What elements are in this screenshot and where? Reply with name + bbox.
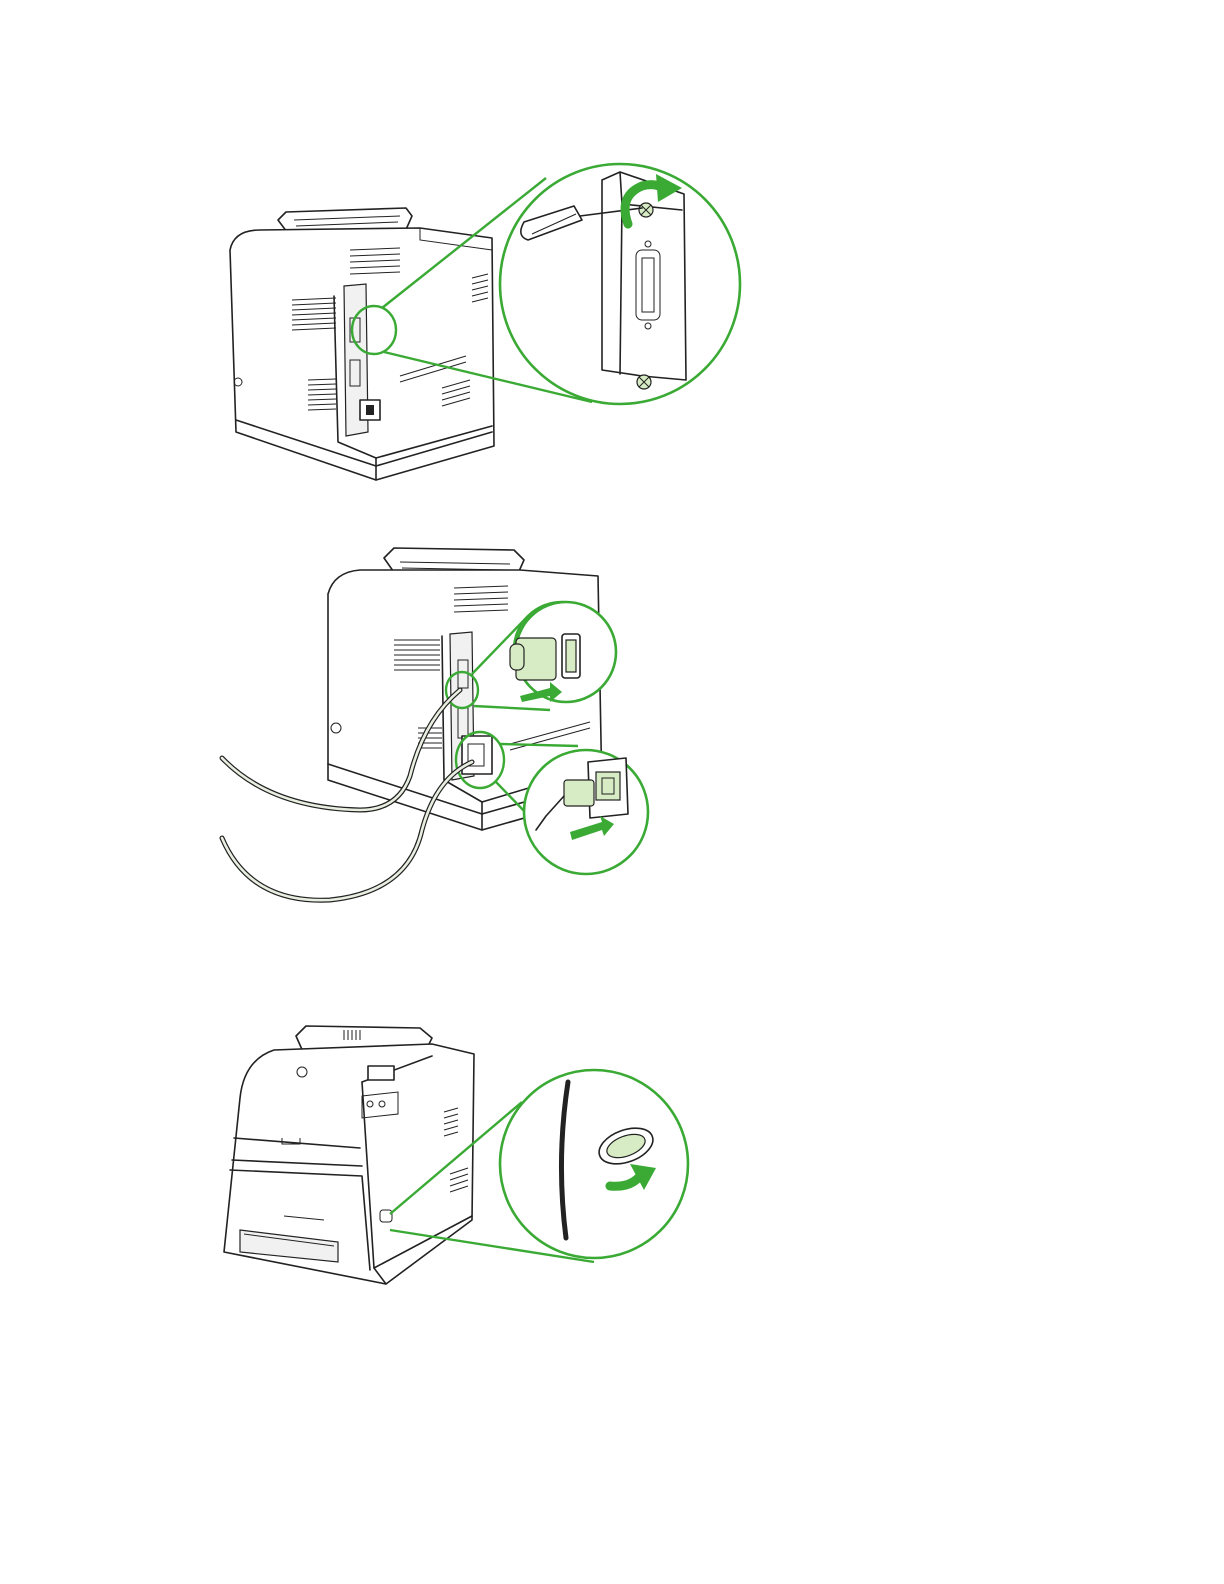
callout-power-button xyxy=(500,1070,688,1258)
parallel-port-icon xyxy=(602,172,686,389)
figure-remove-formatter-cover xyxy=(210,150,770,500)
figure-power-on xyxy=(210,1020,710,1320)
figure-connect-cables xyxy=(210,540,680,920)
callout-power-socket xyxy=(524,750,648,874)
